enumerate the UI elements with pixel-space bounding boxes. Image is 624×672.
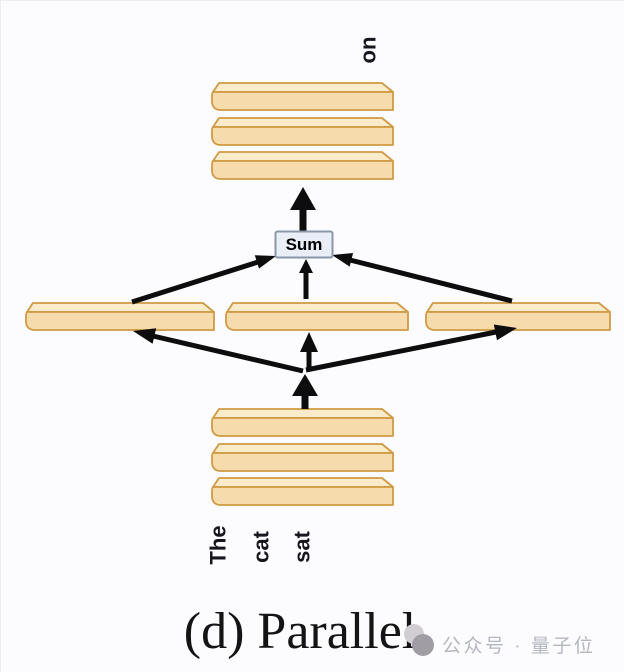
sum-box xyxy=(274,230,334,259)
output-token-label: on xyxy=(356,37,381,64)
arrow-branch-to-right xyxy=(305,329,497,373)
figure-caption: (d) Parallel xyxy=(184,603,416,660)
arrows xyxy=(131,187,517,409)
input-token-label-cat: cat xyxy=(249,530,274,562)
tensor-bar xyxy=(211,82,394,111)
input-token-label-sat: sat xyxy=(290,530,315,562)
sum-label: Sum xyxy=(286,235,323,254)
arrow-branch-to-left xyxy=(152,333,304,374)
arrowhead-upleft-icon xyxy=(133,328,157,344)
tensor-bar xyxy=(211,443,394,472)
arrow-left-to-sum xyxy=(131,259,259,305)
parallel-branch-center-bar xyxy=(225,302,409,331)
watermark-text: 公众号 · 量子位 xyxy=(442,635,595,657)
arrowhead-up-icon xyxy=(300,332,318,352)
gray-dot-logo xyxy=(412,634,434,656)
arrowhead-up-icon xyxy=(290,187,316,210)
tensor-bar xyxy=(211,408,394,437)
input-token-label-the: The xyxy=(206,525,231,564)
tensor-bar xyxy=(211,117,394,146)
sum-node: Sum xyxy=(274,230,334,259)
arrow-right-to-sum xyxy=(349,257,513,304)
tensor-bar xyxy=(211,477,394,506)
output-hidden-state-stack xyxy=(211,82,394,180)
watermark: 公众号 · 量子位 xyxy=(404,624,595,657)
input-embedding-stack xyxy=(211,408,394,506)
parallel-branch-left-bar xyxy=(25,302,215,331)
arrowhead-upleft-icon xyxy=(332,253,354,267)
arrowhead-upright-icon xyxy=(254,255,276,269)
tensor-bar xyxy=(211,151,394,180)
parallel-branch-right-bar xyxy=(425,302,611,331)
arrowhead-up-icon xyxy=(292,374,318,396)
arrowhead-upright-icon xyxy=(493,324,517,341)
arrowhead-up-icon xyxy=(299,259,313,273)
